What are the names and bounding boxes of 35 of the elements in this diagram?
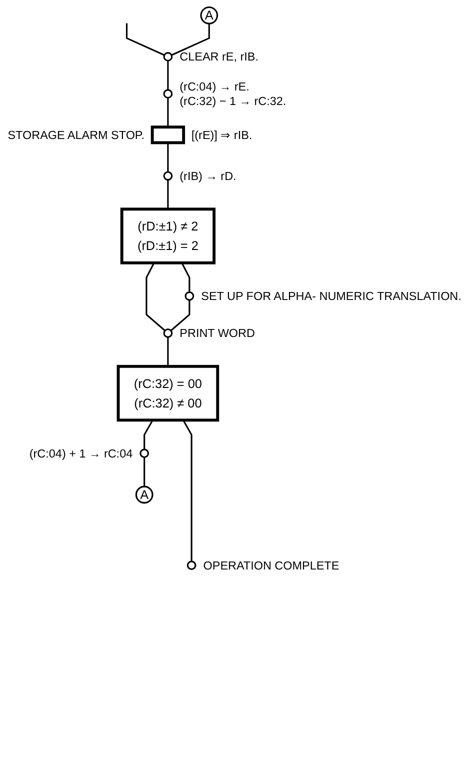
- connector: [146, 262, 166, 332]
- step-circle: [163, 328, 173, 338]
- connector: [182, 420, 192, 562]
- connector-circle: A: [135, 486, 154, 504]
- step-note: (rC:04) + 1 → rC:04: [29, 447, 133, 460]
- connector: [144, 420, 154, 450]
- step-note: (rC:04) → rE.: [180, 80, 250, 94]
- step-note: CLEAR rE, rIB.: [180, 50, 258, 64]
- step-circle: [163, 171, 173, 181]
- step-note: [(rE)] ⇒ rIB.: [191, 128, 252, 142]
- step-circle: [140, 448, 150, 458]
- step-note: (rC:32) − 1 → rC:32.: [180, 95, 286, 108]
- step-circle: [186, 560, 196, 570]
- connector: [167, 98, 169, 128]
- connector-circle: A: [200, 6, 218, 24]
- step-note: SET UP FOR ALPHA- NUMERIC TRANSLATION.: [201, 290, 462, 303]
- step-circle: [163, 89, 173, 99]
- connector: [167, 142, 169, 172]
- step-note: (rIB) → rD.: [180, 170, 236, 183]
- connector: [144, 457, 146, 487]
- step-note: OPERATION COMPLETE: [203, 559, 340, 572]
- connector: [181, 262, 190, 292]
- connector: [167, 180, 169, 210]
- process-box: (rD:±1) ≠ 2 (rD:±1) = 2: [120, 208, 216, 264]
- step-note: STORAGE ALARM STOP.: [8, 128, 144, 142]
- connector: [171, 24, 210, 56]
- connector: [167, 60, 169, 90]
- step-note: PRINT WORD: [180, 327, 255, 340]
- step-circle: [184, 291, 194, 301]
- step-circle: [163, 52, 173, 62]
- process-box: (rC:32) = 00 (rC:32) ≠ 00: [116, 364, 220, 422]
- connector: [170, 300, 190, 332]
- connector: [167, 337, 169, 366]
- connector: [126, 23, 165, 56]
- process-box: [150, 126, 186, 144]
